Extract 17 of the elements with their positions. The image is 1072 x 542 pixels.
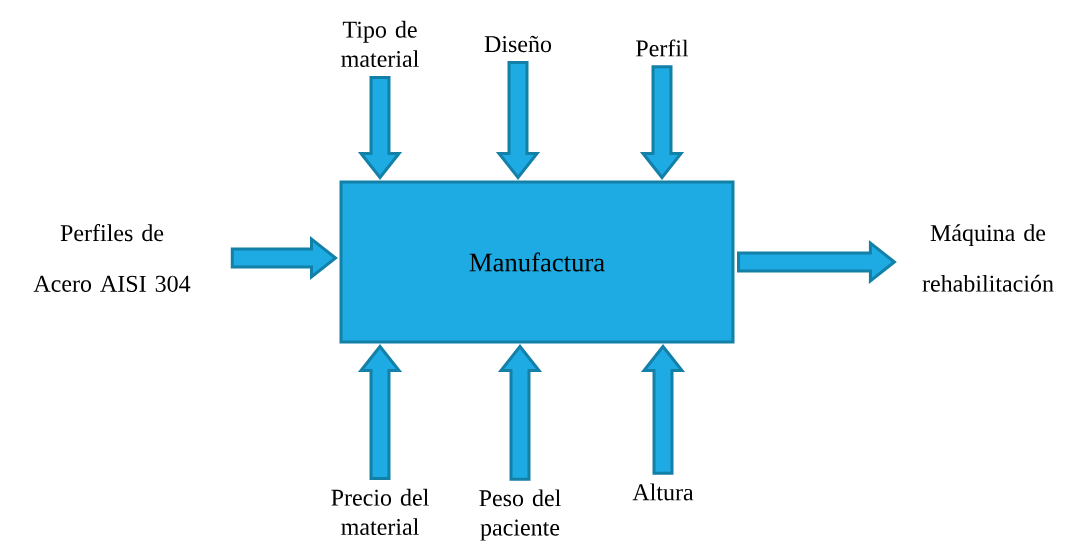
control-label: Diseño — [484, 35, 552, 53]
block-arrow — [357, 344, 403, 481]
block-arrow — [737, 239, 897, 285]
block-arrow — [230, 235, 338, 281]
input-label: Perfiles de Acero AISI 304 — [33, 224, 191, 292]
mechanism-label: Precio del material — [331, 488, 429, 536]
mechanism-label: Peso del paciente — [479, 489, 561, 541]
block-arrow — [640, 344, 686, 475]
block-arrow — [639, 65, 685, 180]
process-box: Manufactura — [339, 180, 735, 344]
block-arrow — [497, 344, 543, 481]
mechanism-label: Altura — [632, 483, 694, 501]
control-label: Perfil — [636, 39, 689, 57]
block-arrow — [495, 60, 541, 180]
block-arrow — [357, 75, 403, 180]
control-label: Tipo de material — [341, 20, 419, 68]
output-label: Máquina de rehabilitación — [922, 224, 1054, 292]
